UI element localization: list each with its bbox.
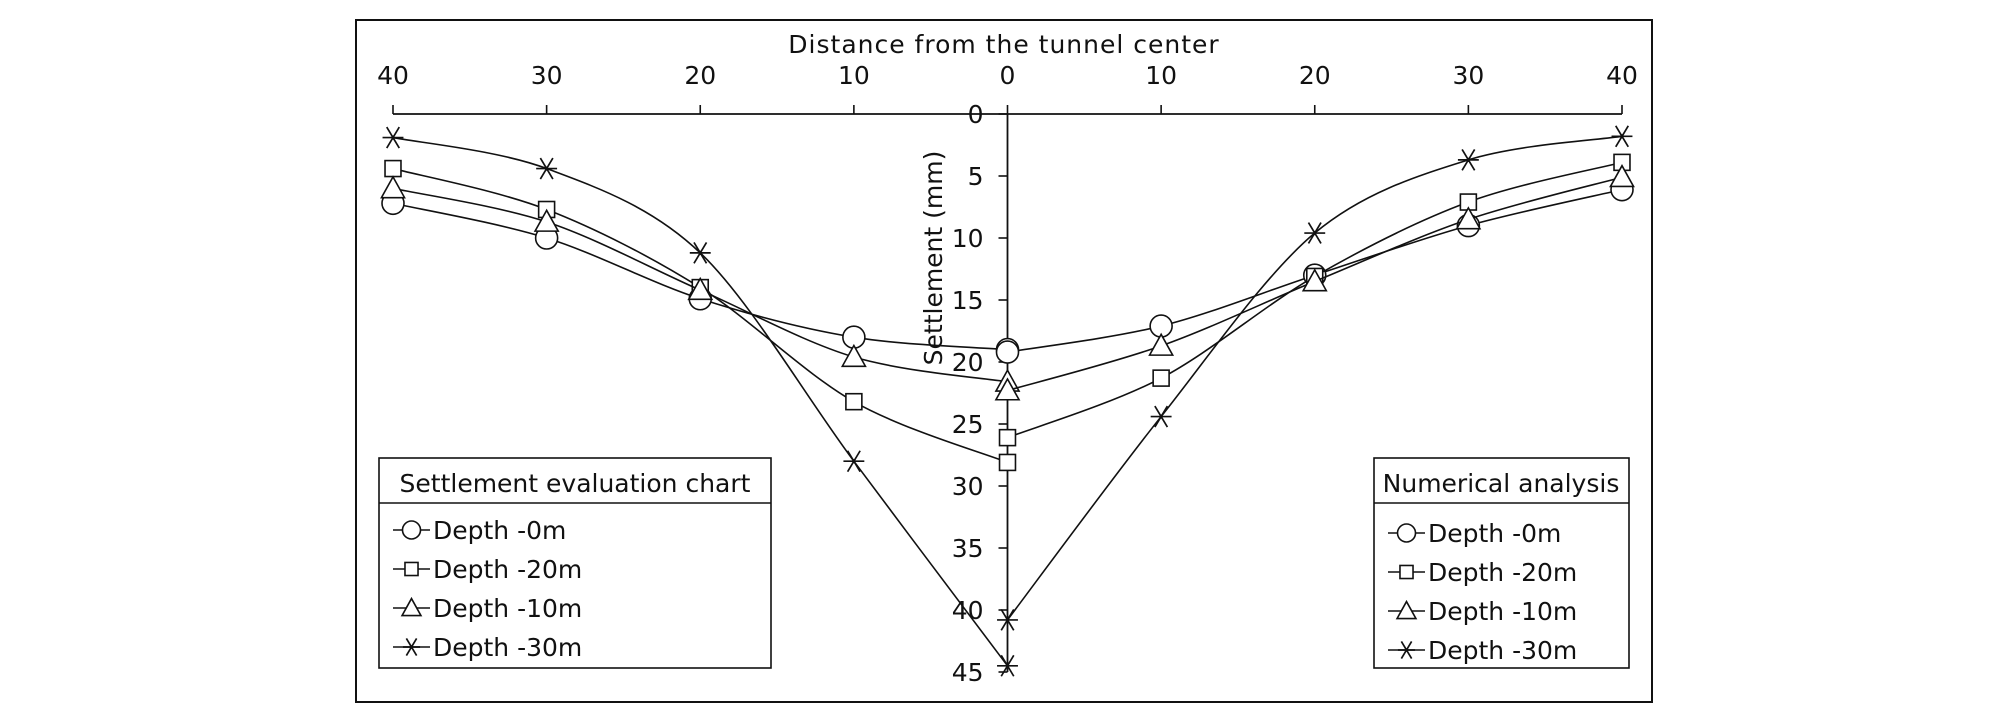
marker-asterisk: [997, 609, 1018, 631]
legend-item: Depth -30m: [1388, 636, 1577, 665]
marker-triangle: [1455, 206, 1482, 230]
marker-triangle: [687, 276, 714, 301]
marker-triangle: [533, 208, 560, 232]
marker-asterisk: [402, 638, 421, 656]
marker-triangle: [994, 377, 1021, 401]
legend-settlement-evaluation: Settlement evaluation chart Depth -0mDep…: [378, 457, 772, 669]
legend-label: Depth -20m: [1428, 558, 1577, 587]
marker-circle: [401, 520, 422, 540]
marker-asterisk: [1304, 222, 1326, 244]
legend-title: Numerical analysis: [1383, 469, 1620, 498]
legend-label: Depth -0m: [1428, 519, 1561, 548]
legend-item: Depth -10m: [1388, 597, 1577, 626]
series-layer: [380, 125, 1635, 677]
y-tick-label: 25: [952, 410, 984, 439]
legend-label: Depth -10m: [433, 594, 582, 623]
x-axis-title: Distance from the tunnel center: [788, 30, 1219, 59]
marker-asterisk: [382, 126, 404, 149]
legend-label: Depth -30m: [433, 633, 582, 662]
x-tick-label: 10: [1145, 61, 1177, 90]
series-line: [1006, 135, 1623, 621]
series-line: [392, 136, 1009, 667]
series-asterisk: [997, 125, 1633, 631]
x-axis: 40 30 20 10 0 10 20 30 40: [377, 61, 1638, 115]
y-tick-label: 45: [952, 658, 984, 687]
y-tick-label: 15: [952, 286, 984, 315]
x-tick-label: 10: [838, 61, 870, 90]
series-triangle: [994, 164, 1635, 401]
y-tick-label: 20: [952, 348, 984, 377]
marker-triangle: [1609, 164, 1635, 188]
legend-item: Depth -0m: [1388, 519, 1561, 548]
marker-square: [845, 392, 863, 411]
x-tick-label: 0: [1000, 61, 1016, 90]
marker-asterisk: [1611, 125, 1633, 148]
y-tick-label: 10: [952, 224, 984, 253]
legend-item: Depth -20m: [1388, 558, 1577, 587]
marker-triangle: [1395, 599, 1418, 620]
marker-asterisk: [1150, 405, 1172, 428]
series-asterisk: [382, 126, 1018, 677]
marker-square: [998, 428, 1017, 447]
marker-circle: [1396, 523, 1417, 543]
marker-triangle: [1301, 268, 1328, 292]
marker-circle: [995, 340, 1020, 364]
marker-square: [384, 159, 402, 178]
x-tick-label: 20: [684, 61, 716, 90]
y-tick-label: 5: [968, 162, 984, 191]
legend-item: Depth -0m: [393, 516, 566, 545]
marker-triangle: [840, 343, 867, 368]
legend-label: Depth -10m: [1428, 597, 1577, 626]
legend-box: [1373, 457, 1630, 669]
marker-asterisk: [997, 654, 1018, 677]
legend-label: Depth -20m: [433, 555, 582, 584]
y-tick-label: 30: [952, 472, 984, 501]
legend-label: Depth -30m: [1428, 636, 1577, 665]
y-axis-title: Settlement (mm): [919, 151, 948, 366]
x-tick-label: 40: [377, 61, 409, 90]
legend-label: Depth -0m: [433, 516, 566, 545]
y-tick-label: 40: [952, 596, 984, 625]
x-tick-label: 20: [1299, 61, 1331, 90]
marker-asterisk: [536, 157, 558, 180]
legend-box: [378, 457, 772, 669]
legend-item: Depth -30m: [393, 633, 582, 662]
marker-square: [1399, 564, 1414, 580]
x-tick-label: 30: [531, 61, 563, 90]
marker-square: [1152, 369, 1170, 387]
marker-asterisk: [1457, 148, 1479, 171]
marker-square: [404, 561, 419, 577]
y-tick-label: 35: [952, 534, 984, 563]
marker-asterisk: [1397, 641, 1416, 659]
marker-triangle: [400, 596, 423, 617]
marker-triangle: [1148, 332, 1175, 356]
marker-square: [998, 453, 1017, 472]
legend-item: Depth -20m: [393, 555, 582, 584]
y-axis: 0 5 10 15 20 25 30 35 40 45: [952, 100, 1009, 687]
x-tick-label: 40: [1606, 61, 1638, 90]
legend-item: Depth -10m: [393, 594, 582, 623]
legend-title: Settlement evaluation chart: [400, 469, 751, 498]
x-tick-label: 30: [1452, 61, 1484, 90]
marker-triangle: [380, 175, 406, 199]
marker-asterisk: [689, 241, 711, 264]
y-tick-label: 0: [968, 100, 984, 129]
marker-asterisk: [843, 450, 865, 473]
